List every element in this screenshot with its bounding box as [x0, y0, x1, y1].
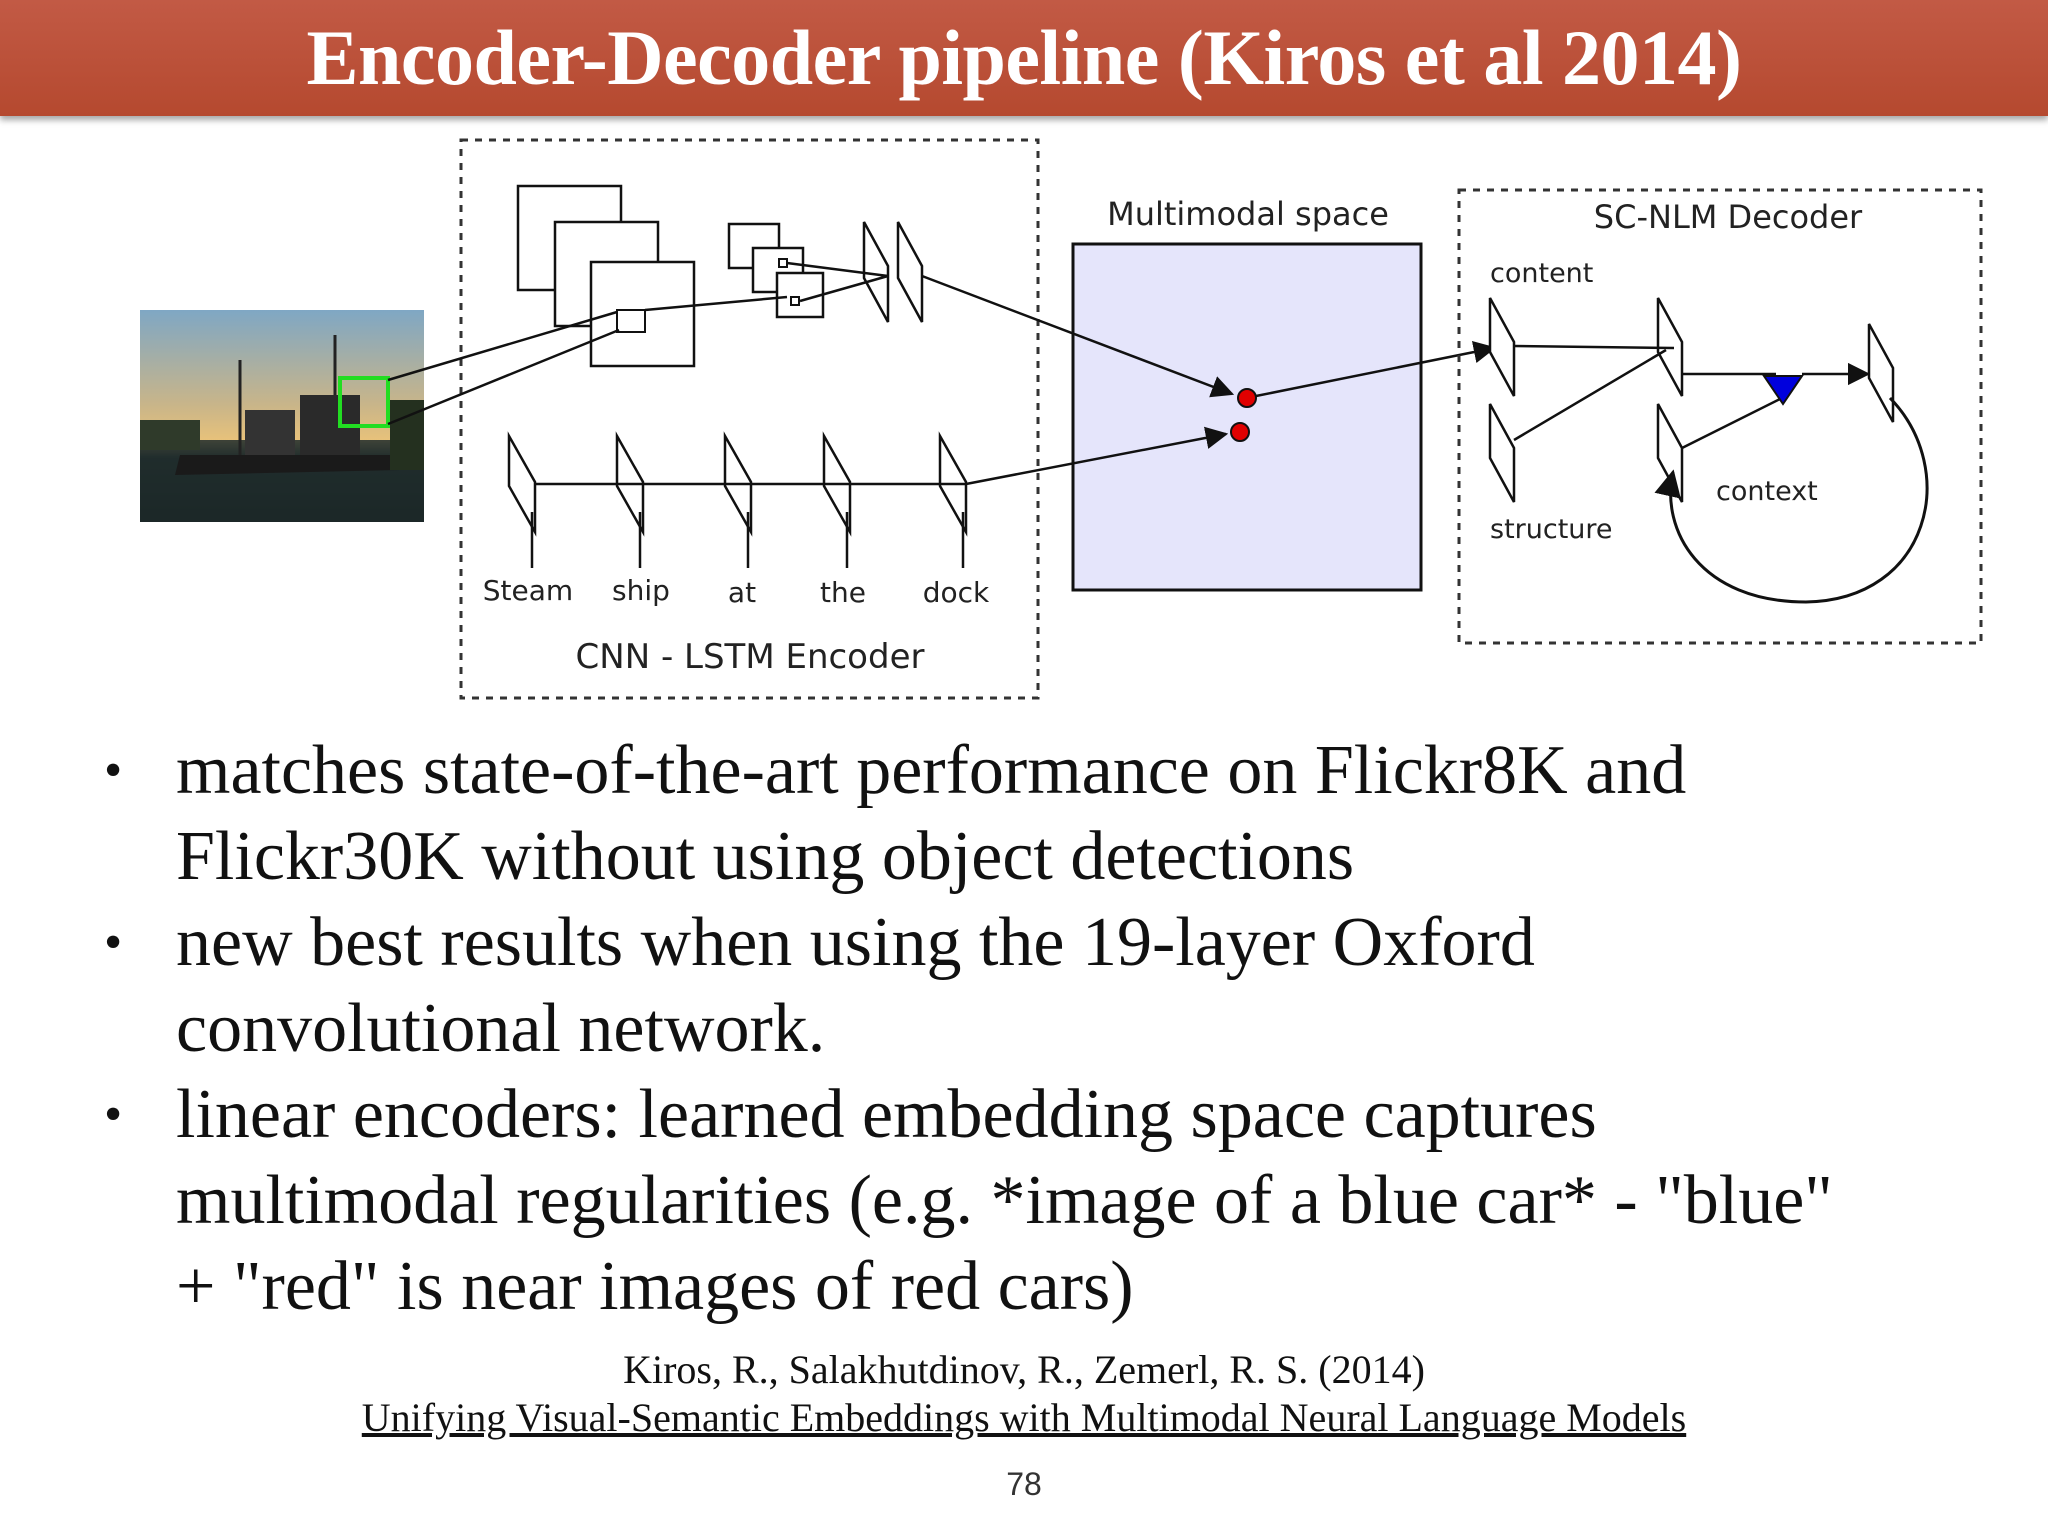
- word-ship: ship: [612, 574, 670, 607]
- bullet-line: matches state-of-the-art performance on …: [176, 732, 1687, 809]
- encoder-decoder-diagram: Steam ship at the dock CNN - LSTM Encode…: [140, 138, 1983, 700]
- slide-title: Encoder-Decoder pipeline (Kiros et al 20…: [306, 14, 1742, 101]
- citation-authors: Kiros, R., Salakhutdinov, R., Zemerl, R.…: [623, 1347, 1425, 1392]
- citation-paper-link[interactable]: Unifying Visual-Semantic Embeddings with…: [361, 1395, 1687, 1440]
- multimodal-label: Multimodal space: [1107, 195, 1389, 233]
- bullet-line: multimodal regularities (e.g. *image of …: [176, 1162, 1833, 1239]
- title-bar: [0, 0, 2048, 116]
- blue-triangle-node: [1762, 375, 1804, 406]
- bullet-line: Flickr30K without using object detection…: [176, 818, 1355, 895]
- decoder-label: SC-NLM Decoder: [1594, 198, 1863, 236]
- sentence-embedding-point: [1230, 422, 1250, 442]
- bullet-item: • linear encoders: learned embedding spa…: [100, 1072, 2000, 1330]
- word-dock: dock: [923, 576, 990, 609]
- word-at: at: [728, 576, 756, 609]
- bullet-line: + "red" is near images of red cars): [176, 1248, 1134, 1325]
- input-photo: [140, 310, 424, 522]
- context-label: context: [1716, 476, 1818, 507]
- structure-label: structure: [1490, 514, 1613, 545]
- bullet-item: • new best results when using the 19-lay…: [100, 900, 2000, 1072]
- bullet-list: • matches state-of-the-art performance o…: [100, 728, 2000, 1330]
- page-number: 78: [1006, 1466, 1042, 1502]
- word-steam: Steam: [483, 574, 573, 607]
- bullet-line: convolutional network.: [176, 990, 826, 1067]
- content-label: content: [1490, 258, 1593, 289]
- word-the: the: [820, 576, 866, 609]
- encoder-label: CNN - LSTM Encoder: [576, 637, 925, 677]
- multimodal-space-box: [1071, 242, 1423, 592]
- lstm-units: [507, 431, 968, 568]
- bullet-line: linear encoders: learned embedding space…: [176, 1076, 1597, 1153]
- citation: Kiros, R., Salakhutdinov, R., Zemerl, R.…: [0, 1346, 2048, 1442]
- bullet-line: new best results when using the 19-layer…: [176, 904, 1535, 981]
- bullet-dot: •: [104, 742, 123, 799]
- image-embedding-point: [1237, 388, 1257, 408]
- bullet-dot: •: [104, 1086, 123, 1143]
- bullet-item: • matches state-of-the-art performance o…: [100, 728, 2000, 900]
- bullet-dot: •: [104, 914, 123, 971]
